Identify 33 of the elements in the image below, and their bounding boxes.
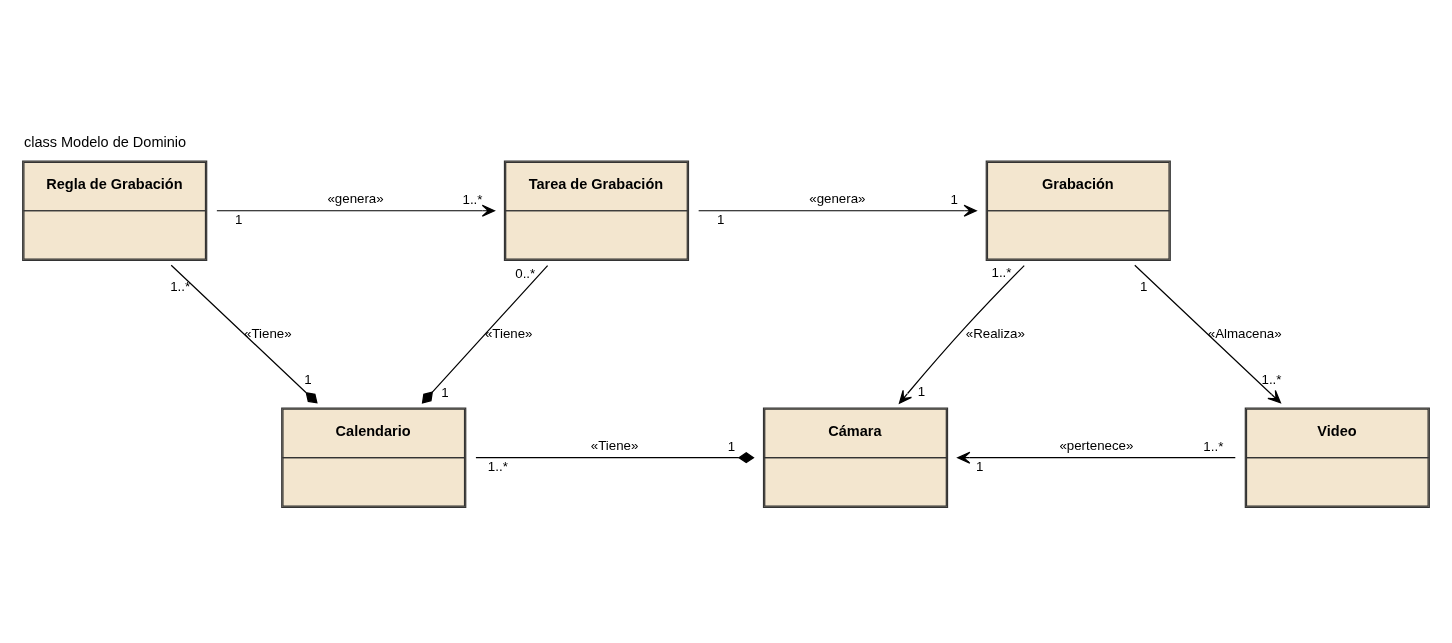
connector — [475, 452, 755, 464]
label: 1..* — [1203, 438, 1224, 454]
label: 1 — [304, 371, 312, 387]
label: 1 — [1140, 279, 1148, 295]
label: 1 — [727, 438, 736, 454]
label: 1..* — [1261, 371, 1282, 387]
connector — [421, 265, 549, 404]
label: 0..* — [515, 266, 536, 282]
edge-label: «genera» — [327, 191, 384, 207]
arrow — [957, 451, 1236, 464]
edge-label: «pertenece» — [1059, 438, 1134, 454]
arrow — [698, 204, 977, 217]
label: 1..* — [487, 459, 508, 475]
label: 1 — [441, 385, 449, 400]
arrow — [898, 265, 1025, 404]
edge-label: «Tiene» — [484, 325, 533, 341]
label: 1 — [917, 384, 926, 400]
edge-label: «Tiene» — [244, 325, 292, 341]
edge-label: «Realiza» — [965, 325, 1025, 341]
arrow — [1134, 264, 1282, 404]
edge-label: «genera» — [809, 191, 866, 207]
diagram-title: class Modelo de Dominio — [23, 134, 187, 151]
label: 1..* — [170, 279, 191, 295]
arrow — [216, 204, 496, 217]
label: 1 — [975, 459, 984, 475]
label: 1..* — [991, 265, 1012, 281]
label: 1 — [235, 212, 243, 228]
label: 1 — [950, 191, 958, 207]
label: 1 — [716, 212, 725, 228]
edge-label: «Tiene» — [590, 438, 639, 454]
connector — [170, 264, 318, 404]
label: 1..* — [462, 191, 483, 207]
edge-label: «Almacena» — [1207, 325, 1282, 341]
